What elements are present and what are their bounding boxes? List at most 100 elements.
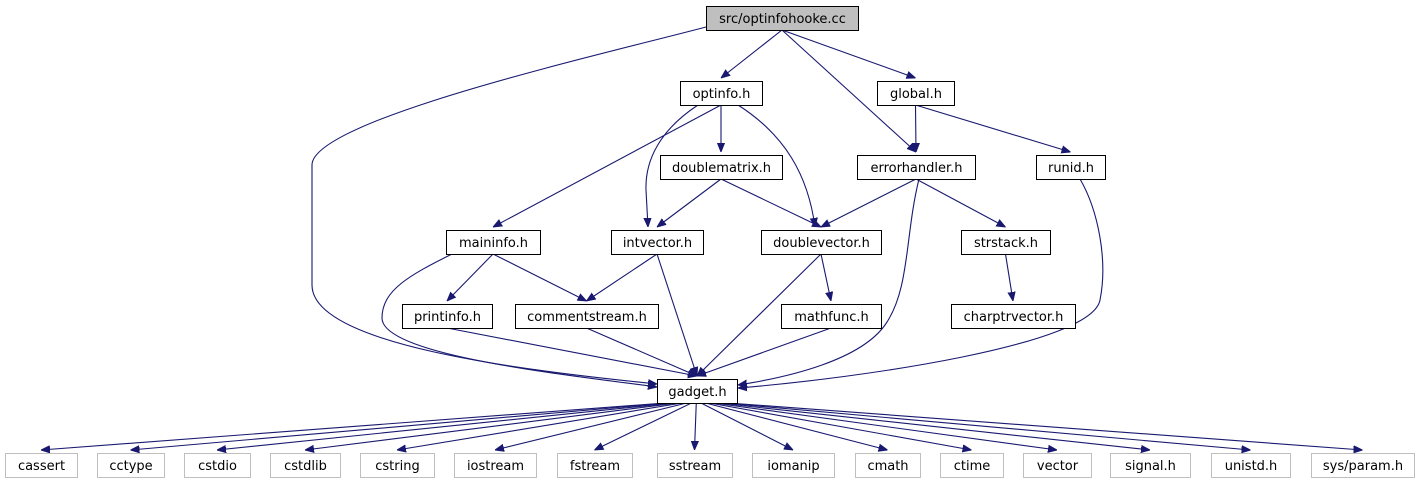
edge-gadget-to-cctype <box>131 402 670 450</box>
node-fstream-box <box>557 453 633 478</box>
node-sstream-label: sstream <box>669 459 721 474</box>
edge-root-to-global <box>781 29 916 78</box>
edge-gadget-to-iomanip <box>700 402 793 450</box>
node-cstdio-label: cstdio <box>198 459 237 474</box>
node-intvector-box <box>611 230 704 255</box>
node-cstring-box <box>360 453 435 478</box>
node-cstdlib: cstdlib <box>270 453 341 478</box>
node-global[interactable]: global.h <box>877 81 955 106</box>
edge-global-to-runid <box>915 104 1071 152</box>
node-fstream: fstream <box>557 453 633 478</box>
edge-errorhandler-to-doublevector <box>821 178 917 227</box>
edge-intvector-to-commentstream <box>587 253 658 301</box>
node-cmath-box <box>855 453 921 478</box>
node-unistd-label: unistd.h <box>1225 459 1278 474</box>
node-doublevector[interactable]: doublevector.h <box>761 230 882 255</box>
node-charptrvector[interactable]: charptrvector.h <box>951 304 1076 329</box>
node-sstream-box <box>657 453 733 478</box>
node-optinfo[interactable]: optinfo.h <box>680 81 763 106</box>
node-printinfo-label: printinfo.h <box>414 310 481 325</box>
edge-gadget-to-sstream <box>695 402 697 450</box>
node-errorhandler[interactable]: errorhandler.h <box>857 155 976 180</box>
edge-errorhandler-to-gadget <box>738 178 920 385</box>
node-commentstream[interactable]: commentstream.h <box>515 304 659 329</box>
edge-doublematrix-to-intvector <box>657 178 722 227</box>
edge-maininfo-to-commentstream <box>492 253 587 301</box>
node-cmath-label: cmath <box>867 459 908 474</box>
edge-gadget-to-ctime <box>709 402 972 450</box>
node-global-label: global.h <box>890 87 942 102</box>
edge-gadget-to-cstdlib <box>305 402 678 450</box>
node-runid[interactable]: runid.h <box>1036 155 1106 180</box>
node-cassert: cassert <box>5 453 78 478</box>
edge-optinfo-to-maininfo <box>493 104 722 227</box>
node-doublevector-label: doublevector.h <box>773 236 870 251</box>
node-signal-label: signal.h <box>1125 459 1176 474</box>
edge-commentstream-to-gadget <box>586 327 698 377</box>
edge-global-to-errorhandler <box>916 104 917 152</box>
node-cctype-box <box>97 453 165 478</box>
edge-root-to-errorhandler <box>781 29 916 152</box>
node-runid-label: runid.h <box>1048 161 1094 176</box>
node-strstack-box <box>961 230 1051 255</box>
edge-maininfo-to-gadget <box>381 253 657 387</box>
node-signal: signal.h <box>1110 453 1191 478</box>
node-doublematrix[interactable]: doublematrix.h <box>660 155 783 180</box>
node-unistd: unistd.h <box>1211 453 1291 478</box>
node-iomanip: iomanip <box>752 453 835 478</box>
node-doublematrix-label: doublematrix.h <box>672 161 771 176</box>
edge-optinfo-to-doublevector <box>737 104 815 227</box>
node-cstdio-box <box>184 453 251 478</box>
node-root[interactable]: src/optinfohooke.cc <box>706 6 859 31</box>
edge-intvector-to-gadget <box>656 253 697 376</box>
node-ctime-label: ctime <box>954 459 991 474</box>
edge-mathfunc-to-gadget <box>697 327 832 376</box>
edge-gadget-to-cstring <box>397 402 683 450</box>
node-intvector[interactable]: intvector.h <box>611 230 704 255</box>
node-gadget-box <box>657 379 738 404</box>
node-optinfo-label: optinfo.h <box>693 87 751 102</box>
edge-printinfo-to-gadget <box>446 327 697 376</box>
node-iostream: iostream <box>454 453 537 478</box>
node-printinfo[interactable]: printinfo.h <box>402 304 493 329</box>
node-ctime: ctime <box>940 453 1004 478</box>
node-charptrvector-label: charptrvector.h <box>964 310 1064 325</box>
node-cctype-label: cctype <box>109 459 152 474</box>
node-unistd-box <box>1211 453 1291 478</box>
node-iomanip-box <box>752 453 835 478</box>
edge-gadget-to-vector <box>713 402 1057 450</box>
edge-gadget-to-cstdio <box>217 402 674 450</box>
edge-maininfo-to-printinfo <box>447 253 494 301</box>
edge-strstack-to-charptrvector <box>1004 253 1014 301</box>
node-strstack[interactable]: strstack.h <box>961 230 1051 255</box>
edge-gadget-to-signal <box>718 402 1150 450</box>
node-mathfunc[interactable]: mathfunc.h <box>781 304 882 329</box>
node-cassert-box <box>5 453 78 478</box>
node-maininfo-box <box>446 230 541 255</box>
node-printinfo-box <box>402 304 493 329</box>
node-sysparam: sys/param.h <box>1311 453 1415 478</box>
edge-doublematrix-to-doublevector <box>720 178 821 227</box>
node-cstring-label: cstring <box>375 459 419 474</box>
node-gadget[interactable]: gadget.h <box>657 379 738 404</box>
node-runid-box <box>1036 155 1106 180</box>
node-cstring: cstring <box>360 453 435 478</box>
node-root-box <box>706 6 859 31</box>
node-sysparam-box <box>1311 453 1415 478</box>
node-iomanip-label: iomanip <box>767 459 819 474</box>
node-cmath: cmath <box>855 453 921 478</box>
edge-root-to-optinfo <box>721 29 783 78</box>
node-sstream: sstream <box>657 453 733 478</box>
node-signal-box <box>1110 453 1191 478</box>
node-mathfunc-box <box>781 304 882 329</box>
node-vector-box <box>1023 453 1092 478</box>
node-charptrvector-box <box>951 304 1076 329</box>
node-ctime-box <box>940 453 1004 478</box>
edge-doublevector-to-gadget <box>697 253 822 376</box>
edge-gadget-to-sysparam <box>728 402 1363 450</box>
node-maininfo-label: maininfo.h <box>459 236 528 251</box>
node-cassert-label: cassert <box>18 459 65 474</box>
node-maininfo[interactable]: maininfo.h <box>446 230 541 255</box>
node-mathfunc-label: mathfunc.h <box>794 310 869 325</box>
